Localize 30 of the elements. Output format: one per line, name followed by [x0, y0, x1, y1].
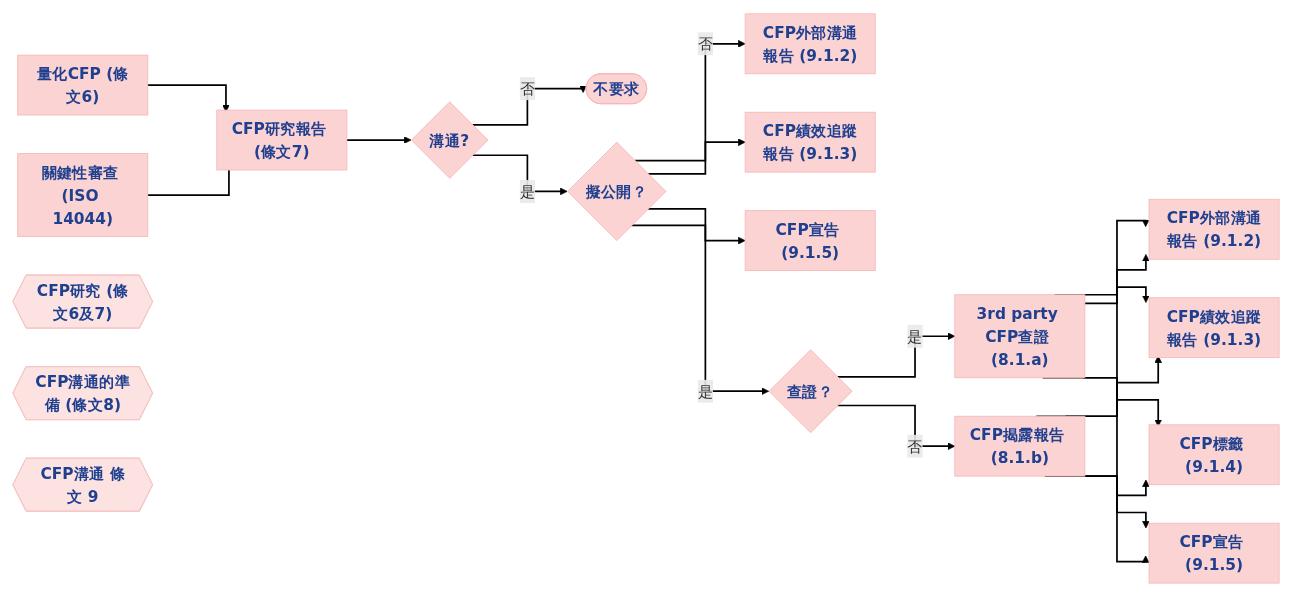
arrow: [346, 136, 412, 144]
node-box: CFP揭露報告 (8.1.b): [954, 415, 1086, 477]
arrow: [836, 332, 956, 378]
node-box: CFP外部溝通報告 (9.1.2): [744, 13, 876, 75]
node-box: CFP宣告 (9.1.5): [744, 210, 876, 271]
node-box: 量化CFP (條文6): [17, 54, 149, 116]
edge-label: 是: [519, 182, 536, 201]
node-box: CFP標籤 (9.1.4): [1148, 424, 1280, 486]
arrow: [634, 40, 746, 162]
node-diamond: 擬公開？: [567, 141, 667, 242]
node-box: CFP外部溝通報告 (9.1.2): [1148, 198, 1280, 260]
edge-label: 否: [697, 34, 714, 53]
edge-label: 是: [697, 382, 714, 401]
arrow: [836, 404, 956, 450]
edge-label: 是: [907, 327, 923, 346]
edge-label: 否: [907, 437, 923, 456]
node-box: CFP研究報告 (條文7): [216, 109, 348, 171]
node-box: CFP績效追蹤報告 (9.1.3): [744, 111, 876, 173]
node-box: CFP績效追蹤報告 (9.1.3): [1148, 297, 1280, 359]
arrow: [647, 208, 746, 245]
arrow: [647, 138, 746, 175]
node-box: 關鍵性審查 (ISO 14044): [17, 153, 149, 237]
node-box: 3rd party CFP查證 (8.1.a): [954, 294, 1086, 379]
node-diamond: 溝通?: [411, 101, 489, 179]
connector: [146, 169, 230, 196]
edge-label: 否: [519, 79, 536, 98]
node-diamond: 查證？: [768, 349, 853, 434]
node-box: CFP宣告 (9.1.5): [1148, 522, 1280, 584]
arrow: [630, 224, 770, 395]
arrow: [1084, 286, 1150, 305]
